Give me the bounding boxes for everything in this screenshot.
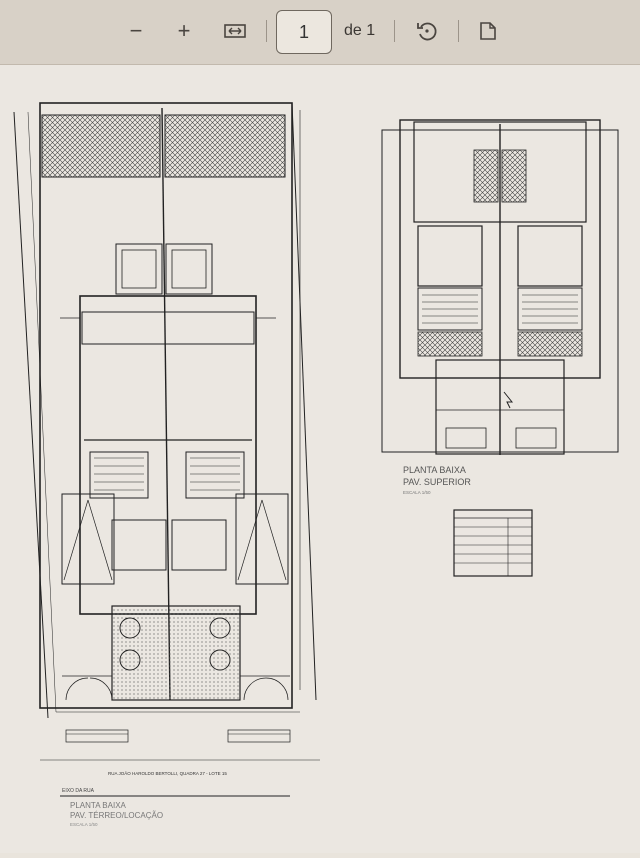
document-icon: [480, 22, 496, 40]
upper-plan-title: PLANTA BAIXA: [403, 465, 466, 475]
page-number-input[interactable]: 1: [276, 10, 332, 54]
street-axis-label: EIXO DA RUA: [62, 788, 95, 794]
rotate-button[interactable]: [412, 14, 442, 48]
upper-plan-scale: ESCALA 1/50: [403, 490, 431, 495]
page-count-label: de 1: [344, 22, 376, 39]
ground-plan-subtitle: PAV. TÉRREO/LOCAÇÃO: [70, 811, 163, 820]
architectural-drawing: PLANTA BAIXA PAV. SUPERIOR ESCALA 1/50 R…: [13, 102, 619, 827]
zoom-in-button[interactable]: +: [170, 14, 198, 48]
rotate-icon: [417, 22, 437, 41]
document-properties-button[interactable]: [474, 14, 502, 48]
minus-icon: −: [129, 18, 143, 43]
pdf-viewer-toolbar: − + 1 de 1: [0, 0, 640, 65]
fit-width-icon: [224, 24, 246, 38]
plus-icon: +: [177, 18, 191, 43]
address-label: RUA JOÃO HAROLDO BERTOLLI, QUADRA 27 - L…: [108, 770, 227, 776]
ground-plan-title: PLANTA BAIXA: [70, 801, 127, 810]
fit-width-button[interactable]: [220, 14, 250, 48]
ground-floor-plan: [13, 102, 320, 797]
upper-plan-subtitle: PAV. SUPERIOR: [403, 477, 471, 487]
upper-floor-plan: [381, 119, 619, 455]
pdf-page[interactable]: PLANTA BAIXA PAV. SUPERIOR ESCALA 1/50 R…: [0, 65, 640, 853]
areas-table: [453, 509, 533, 577]
ground-plan-scale: ESCALA 1/50: [70, 822, 98, 827]
toolbar-separator: [458, 20, 459, 42]
toolbar-separator: [266, 20, 267, 42]
page-number-value: 1: [298, 21, 309, 42]
toolbar-separator: [394, 20, 395, 42]
zoom-out-button[interactable]: −: [122, 14, 150, 48]
